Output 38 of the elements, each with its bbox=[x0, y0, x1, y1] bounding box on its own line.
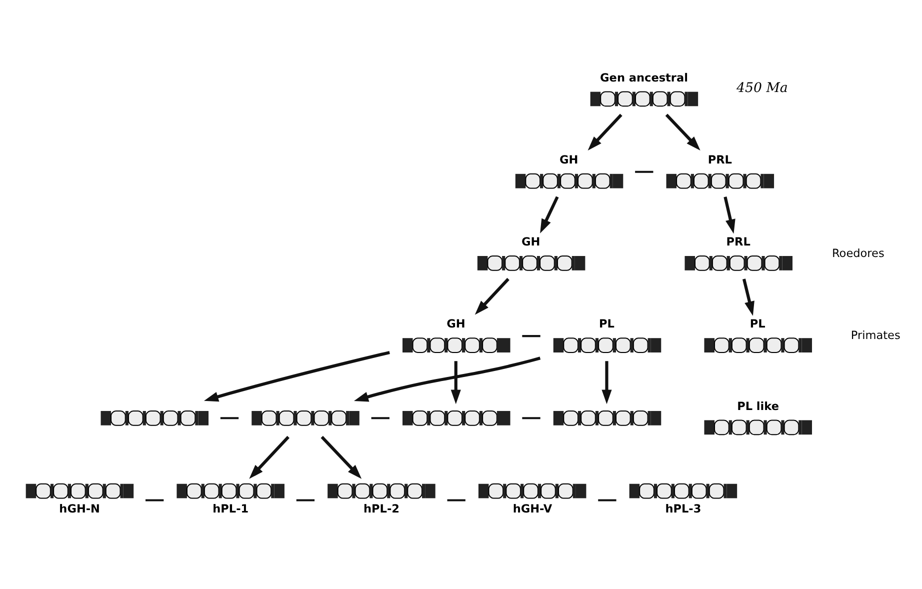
connector bbox=[146, 498, 164, 501]
connector bbox=[522, 334, 540, 337]
connector bbox=[447, 498, 466, 501]
arrow bbox=[724, 196, 736, 234]
node-label: PL bbox=[599, 317, 614, 330]
node-label: GH bbox=[522, 235, 540, 248]
connector bbox=[371, 416, 390, 419]
arrow bbox=[204, 350, 390, 402]
arrow bbox=[450, 360, 461, 404]
node-label: GH bbox=[560, 152, 578, 166]
connector bbox=[635, 170, 654, 172]
connector bbox=[598, 498, 616, 501]
node-label: Gen ancestral bbox=[600, 70, 688, 84]
node-label: PRL bbox=[708, 152, 732, 166]
node-label: hPL-2 bbox=[364, 502, 400, 515]
arrow bbox=[665, 113, 700, 150]
arrow bbox=[474, 277, 510, 314]
label: Roedores bbox=[832, 246, 884, 260]
node-label: GH bbox=[446, 317, 466, 330]
arrow bbox=[588, 113, 622, 150]
connector bbox=[296, 498, 315, 501]
connector bbox=[522, 416, 540, 419]
connector bbox=[220, 416, 239, 419]
arrow bbox=[742, 278, 754, 316]
node-label: PL like bbox=[737, 399, 779, 412]
label: 450 Ma bbox=[736, 80, 788, 96]
arrow bbox=[540, 196, 559, 233]
node-label: PL bbox=[750, 317, 766, 330]
arrow bbox=[354, 356, 541, 402]
node-label: hPL-1 bbox=[212, 502, 249, 515]
arrow bbox=[249, 435, 290, 478]
arrow bbox=[320, 435, 362, 478]
arrow bbox=[602, 360, 612, 404]
node-label: hPL-3 bbox=[665, 502, 702, 515]
node-label: hGH-V bbox=[512, 502, 552, 515]
node-label: PRL bbox=[726, 235, 750, 248]
label: Primates bbox=[850, 328, 900, 342]
node-label: hGH-N bbox=[59, 502, 100, 515]
